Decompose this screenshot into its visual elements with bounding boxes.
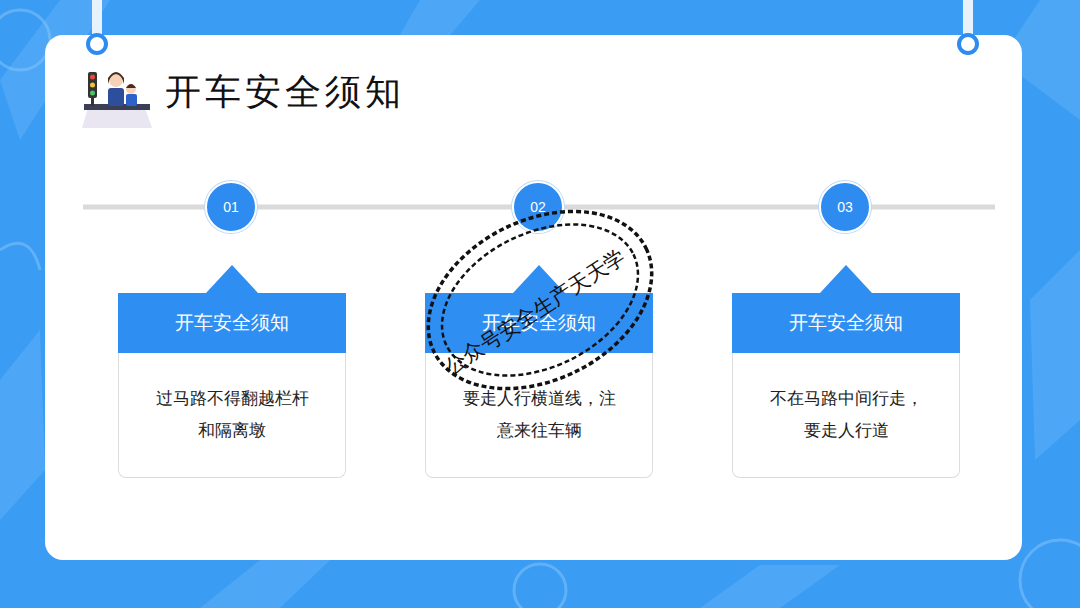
- timeline-end: [871, 205, 995, 210]
- hanger-strap: [963, 0, 973, 40]
- traffic-icon: [82, 72, 152, 128]
- card-notch: [206, 265, 258, 293]
- hanger-ring: [959, 35, 977, 53]
- card-body-text: 过马路不得翻越栏杆 和隔离墩: [151, 383, 313, 447]
- step-number: 03: [837, 199, 853, 215]
- step-number: 02: [530, 199, 546, 215]
- card-heading: 开车安全须知: [789, 310, 903, 336]
- step-number: 01: [223, 199, 239, 215]
- step-number-circle: 01: [205, 181, 257, 233]
- timeline-segment: [257, 205, 512, 210]
- card-body-text: 要走人行横道线，注 意来往车辆: [458, 383, 620, 447]
- hanger-ring: [88, 35, 106, 53]
- card-body-box: 不在马路中间行走， 要走人行道: [732, 353, 960, 478]
- card-heading-band: 开车安全须知: [732, 293, 960, 353]
- card-heading-band: 开车安全须知: [118, 293, 346, 353]
- info-card: 开车安全须知过马路不得翻越栏杆 和隔离墩: [118, 293, 346, 478]
- step-number-circle: 03: [819, 181, 871, 233]
- timeline-end: [83, 205, 205, 210]
- slide-title: 开车安全须知: [165, 68, 405, 117]
- timeline-segment: [564, 205, 819, 210]
- card-notch: [820, 265, 872, 293]
- card-heading: 开车安全须知: [175, 310, 289, 336]
- hanger-strap: [92, 0, 102, 40]
- info-card: 开车安全须知不在马路中间行走， 要走人行道: [732, 293, 960, 478]
- step-number-circle: 02: [512, 181, 564, 233]
- card-body-box: 过马路不得翻越栏杆 和隔离墩: [118, 353, 346, 478]
- card-body-text: 不在马路中间行走， 要走人行道: [765, 383, 927, 447]
